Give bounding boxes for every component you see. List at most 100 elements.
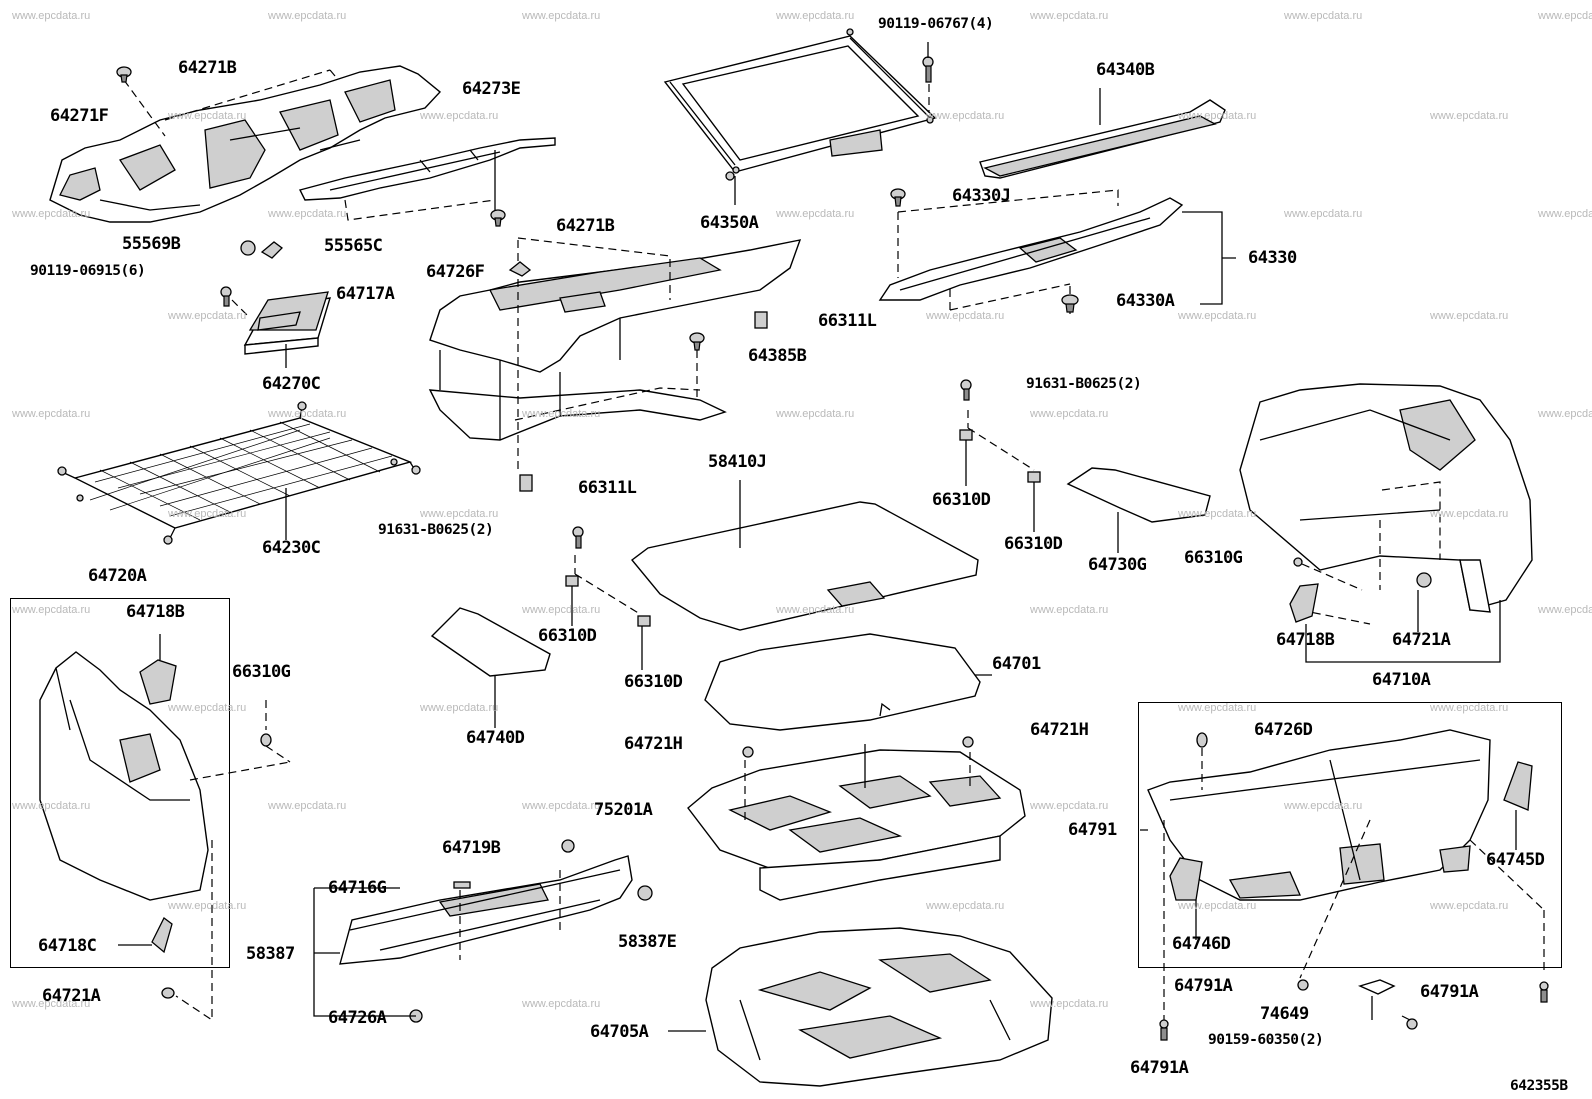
clip-part (490, 209, 506, 227)
watermark: www.epcdata.ru (1284, 800, 1363, 812)
watermark: www.epcdata.ru (420, 110, 499, 122)
watermark: www.epcdata.ru (1430, 110, 1509, 122)
watermark: www.epcdata.ru (1284, 208, 1363, 220)
part-label: 58410J (708, 452, 767, 472)
part-label: 64726F (426, 262, 485, 282)
watermark: www.epcdata.ru (1030, 408, 1109, 420)
watermark: www.epcdata.ru (1178, 310, 1257, 322)
watermark: www.epcdata.ru (522, 10, 601, 22)
part-label: 64701 (992, 654, 1041, 674)
rear-deck-trim-part (878, 197, 1184, 301)
watermark: www.epcdata.ru (522, 408, 601, 420)
part-label: 91631-B0625(2) (1026, 376, 1142, 392)
watermark: www.epcdata.ru (420, 508, 499, 520)
watermark: www.epcdata.ru (168, 508, 247, 520)
watermark: www.epcdata.ru (1538, 604, 1592, 616)
part-label: 90119-06767(4) (878, 16, 994, 32)
part-label: 64745D (1486, 850, 1545, 870)
watermark: www.epcdata.ru (12, 604, 91, 616)
clip-part (1061, 294, 1079, 313)
quarter-trim-left-part (39, 651, 209, 901)
bolt-part (1159, 981, 1549, 1041)
hook-part (151, 917, 173, 954)
watermark: www.epcdata.ru (1284, 10, 1363, 22)
diagram-code: 642355B (1510, 1078, 1568, 1094)
part-label: 66310D (624, 672, 683, 692)
part-label: 64730G (1088, 555, 1147, 575)
part-label: 91631-B0625(2) (378, 522, 494, 538)
part-label: 66310G (1184, 548, 1243, 568)
part-label: 64271B (556, 216, 615, 236)
clip-part (742, 736, 974, 758)
watermark: www.epcdata.ru (1538, 408, 1592, 420)
side-cover-part (430, 607, 551, 677)
watermark: www.epcdata.ru (776, 208, 855, 220)
cargo-net-part (57, 401, 421, 545)
watermark: www.epcdata.ru (926, 900, 1005, 912)
watermark: www.epcdata.ru (268, 208, 347, 220)
part-label: 64271B (178, 58, 237, 78)
part-label: 64721H (1030, 720, 1089, 740)
side-cover-part (1066, 467, 1211, 523)
part-label: 64719B (442, 838, 501, 858)
vent-grille-part (1289, 583, 1319, 623)
tonneau-frame-part (663, 28, 937, 181)
part-label: 64330 (1248, 248, 1297, 268)
watermark: www.epcdata.ru (268, 10, 347, 22)
part-label: 64740D (466, 728, 525, 748)
watermark: www.epcdata.ru (1430, 310, 1509, 322)
quarter-trim-right-part (1239, 383, 1533, 613)
bolt-part (922, 56, 934, 83)
watermark: www.epcdata.ru (168, 310, 247, 322)
watermark: www.epcdata.ru (1430, 508, 1509, 520)
watermark: www.epcdata.ru (12, 10, 91, 22)
watermark: www.epcdata.ru (12, 800, 91, 812)
part-label: 64791 (1068, 820, 1117, 840)
vent-grille-part (1169, 761, 1533, 901)
part-label: 64710A (1372, 670, 1431, 690)
part-label: 64721A (1392, 630, 1451, 650)
clip-part (409, 839, 653, 1023)
part-label: 74649 (1260, 1004, 1309, 1024)
part-label: 64721A (42, 986, 101, 1006)
watermark: www.epcdata.ru (776, 604, 855, 616)
floor-mat-part (704, 633, 981, 731)
watermark: www.epcdata.ru (926, 310, 1005, 322)
scuff-plate-part (339, 855, 633, 965)
bolt-part (572, 379, 972, 549)
clip-part (1196, 732, 1309, 991)
part-label: 66310D (932, 490, 991, 510)
watermark: www.epcdata.ru (776, 408, 855, 420)
part-label: 64717A (336, 284, 395, 304)
watermark: www.epcdata.ru (168, 110, 247, 122)
part-label: 64791A (1174, 976, 1233, 996)
watermark: www.epcdata.ru (268, 800, 347, 812)
part-label: 66310D (538, 626, 597, 646)
cover-part (1357, 979, 1396, 995)
part-label: 64340B (1096, 60, 1155, 80)
watermark: www.epcdata.ru (1178, 110, 1257, 122)
part-label: 64271F (50, 106, 109, 126)
watermark: www.epcdata.ru (1178, 508, 1257, 520)
part-label: 55565C (324, 236, 383, 256)
watermark: www.epcdata.ru (1178, 900, 1257, 912)
part-label: 66311L (578, 478, 637, 498)
part-label: 64718B (1276, 630, 1335, 650)
part-label: 64718C (38, 936, 97, 956)
watermark: www.epcdata.ru (776, 10, 855, 22)
part-label: 64791A (1420, 982, 1479, 1002)
clip-part (890, 188, 906, 207)
part-label: 64720A (88, 566, 147, 586)
group-frame-64720a (10, 598, 230, 968)
part-label: 58387 (246, 944, 295, 964)
clip-part (754, 311, 768, 329)
part-label: 64273E (462, 79, 521, 99)
part-label: 64726A (328, 1008, 387, 1028)
watermark: www.epcdata.ru (1030, 604, 1109, 616)
part-label: 64230C (262, 538, 321, 558)
clip-part (1293, 557, 1432, 588)
part-label: 64350A (700, 213, 759, 233)
watermark: www.epcdata.ru (522, 604, 601, 616)
watermark: www.epcdata.ru (522, 800, 601, 812)
